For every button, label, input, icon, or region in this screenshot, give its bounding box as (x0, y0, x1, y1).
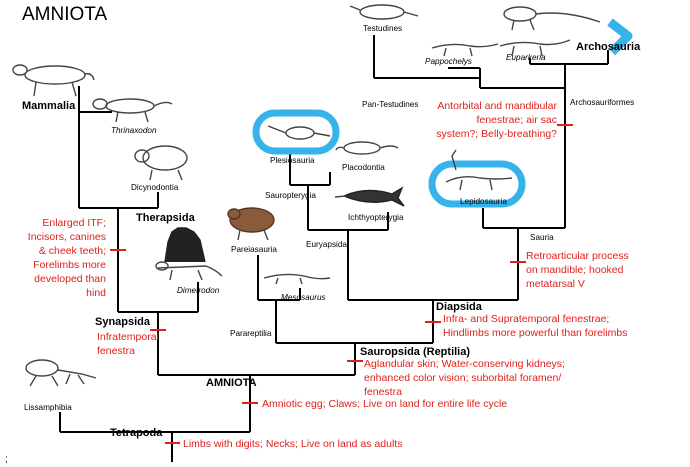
svg-text:Infra- and Supratemporal fenes: Infra- and Supratemporal fenestrae; (443, 313, 609, 325)
ichthyosaur-icon (334, 186, 405, 207)
mesosaurus-skeleton-icon (263, 273, 331, 285)
taxon-euparkeria: Euparkeria (506, 53, 546, 62)
taxon-archosauriformes: Archosauriformes (570, 98, 634, 107)
taxon-sauria: Sauria (530, 233, 554, 242)
silhouettes (12, 4, 601, 387)
dicynodont-skeleton-icon (134, 145, 188, 181)
svg-text:enhanced color vision; suborbi: enhanced color vision; suborbital forame… (364, 372, 561, 384)
taxon-mesosaurus: Mesosaurus (281, 293, 326, 302)
svg-text:fenestra: fenestra (97, 345, 135, 357)
svg-text:Hindlimbs more powerful than f: Hindlimbs more powerful than forelimbs (443, 327, 627, 339)
pappochelys-skeleton-icon (431, 43, 499, 57)
lissamphibian-skeleton-icon (25, 359, 97, 387)
taxon-sauropterygia: Sauropterygia (265, 191, 316, 200)
svg-text:developed than: developed than (34, 273, 106, 285)
svg-text:Antorbital and mandibular: Antorbital and mandibular (437, 100, 557, 112)
taxon-thrinaxodon: Thrinaxodon (111, 126, 157, 135)
clade-archosauria: Archosauria (576, 41, 641, 53)
svg-text:Forelimbs more: Forelimbs more (33, 259, 106, 271)
clade-synapsida: Synapsida (95, 316, 151, 328)
traits-diapsida: Infra- and Supratemporal fenestrae; Hind… (443, 313, 627, 339)
traits-sauropsida: Aglandular skin; Water-conserving kidney… (364, 358, 565, 398)
plesiosaur-skeleton-icon (267, 125, 331, 140)
thrinaxodon-skeleton-icon (92, 98, 173, 123)
traits-synapsida: Infratemporal fenestra (97, 331, 159, 357)
placodont-skeleton-icon (335, 141, 399, 155)
svg-text:& cheek teeth;: & cheek teeth; (39, 245, 106, 257)
clade-diapsida: Diapsida (436, 301, 483, 313)
traits-tetrapoda: Limbs with digits; Necks; Live on land a… (183, 438, 402, 450)
trait-ticks (110, 124, 573, 444)
svg-text:Aglandular skin; Water-conserv: Aglandular skin; Water-conserving kidney… (364, 358, 565, 370)
svg-text:system?; Belly-breathing?: system?; Belly-breathing? (436, 128, 557, 140)
taxon-pappochelys: Pappochelys (425, 57, 472, 66)
svg-text:fenestrae; air sac: fenestrae; air sac (476, 114, 557, 126)
mammal-skeleton-icon (12, 64, 95, 97)
clade-therapsida: Therapsida (136, 212, 196, 224)
traits-amniota: Amniotic egg; Claws; Live on land for en… (262, 398, 507, 410)
diagram-title: AMNIOTA (22, 4, 107, 25)
traits-sauria: Retroarticular process on mandible; hook… (526, 250, 629, 290)
taxon-parareptilia: Parareptilia (230, 329, 272, 338)
archosauria-arrow-highlight (607, 18, 633, 56)
euparkeria-skeleton-icon (499, 39, 571, 57)
dimetrodon-skeleton-icon (155, 227, 223, 281)
clade-tetrapoda: Tetrapoda (110, 427, 163, 439)
taxon-euryapsida: Euryapsida (306, 240, 347, 249)
plesiosauria-highlight (252, 109, 340, 155)
highlights (252, 18, 633, 208)
footnote-mark: ; (5, 454, 8, 465)
svg-text:on mandible; hooked: on mandible; hooked (526, 264, 624, 276)
taxon-lepidosauria: Lepidosauria (460, 197, 507, 206)
taxon-dicynodontia: Dicynodontia (131, 183, 179, 192)
taxon-testudines: Testudines (363, 24, 402, 33)
clade-amniota: AMNIOTA (206, 377, 257, 389)
svg-text:metatarsal V: metatarsal V (526, 278, 585, 290)
taxon-plesiosauria: Plesiosauria (270, 156, 315, 165)
lepidosaur-skeleton-icon (445, 149, 513, 191)
clade-mammalia: Mammalia (22, 100, 76, 112)
taxon-ichthyopterygia: Ichthyopterygia (348, 213, 404, 222)
pareiasaur-icon (227, 207, 275, 241)
lepidosauria-highlight (428, 160, 526, 208)
turtle-skeleton-icon (349, 4, 419, 20)
traits-therapsida: Enlarged ITF; Incisors, canines & cheek … (28, 217, 106, 299)
svg-text:Incisors, canines: Incisors, canines (28, 231, 106, 243)
taxon-dimetrodon: Dimetrodon (177, 286, 220, 295)
tree-branches (59, 35, 609, 462)
svg-text:Retroarticular process: Retroarticular process (526, 250, 629, 262)
taxon-pareiasauria: Pareiasauria (231, 245, 277, 254)
svg-text:Infratemporal: Infratemporal (97, 331, 159, 343)
svg-text:Enlarged ITF;: Enlarged ITF; (42, 217, 106, 229)
taxon-pan-testudines: Pan-Testudines (362, 100, 418, 109)
taxon-placodontia: Placodontia (342, 163, 385, 172)
svg-text:fenestra: fenestra (364, 386, 402, 398)
taxon-lissamphibia: Lissamphibia (24, 403, 72, 412)
clade-sauropsida: Sauropsida (Reptilia) (360, 346, 470, 358)
svg-text:hind: hind (86, 287, 106, 299)
traits-archosauriformes: Antorbital and mandibular fenestrae; air… (436, 100, 557, 140)
archosaur-skeleton-icon (503, 6, 601, 31)
